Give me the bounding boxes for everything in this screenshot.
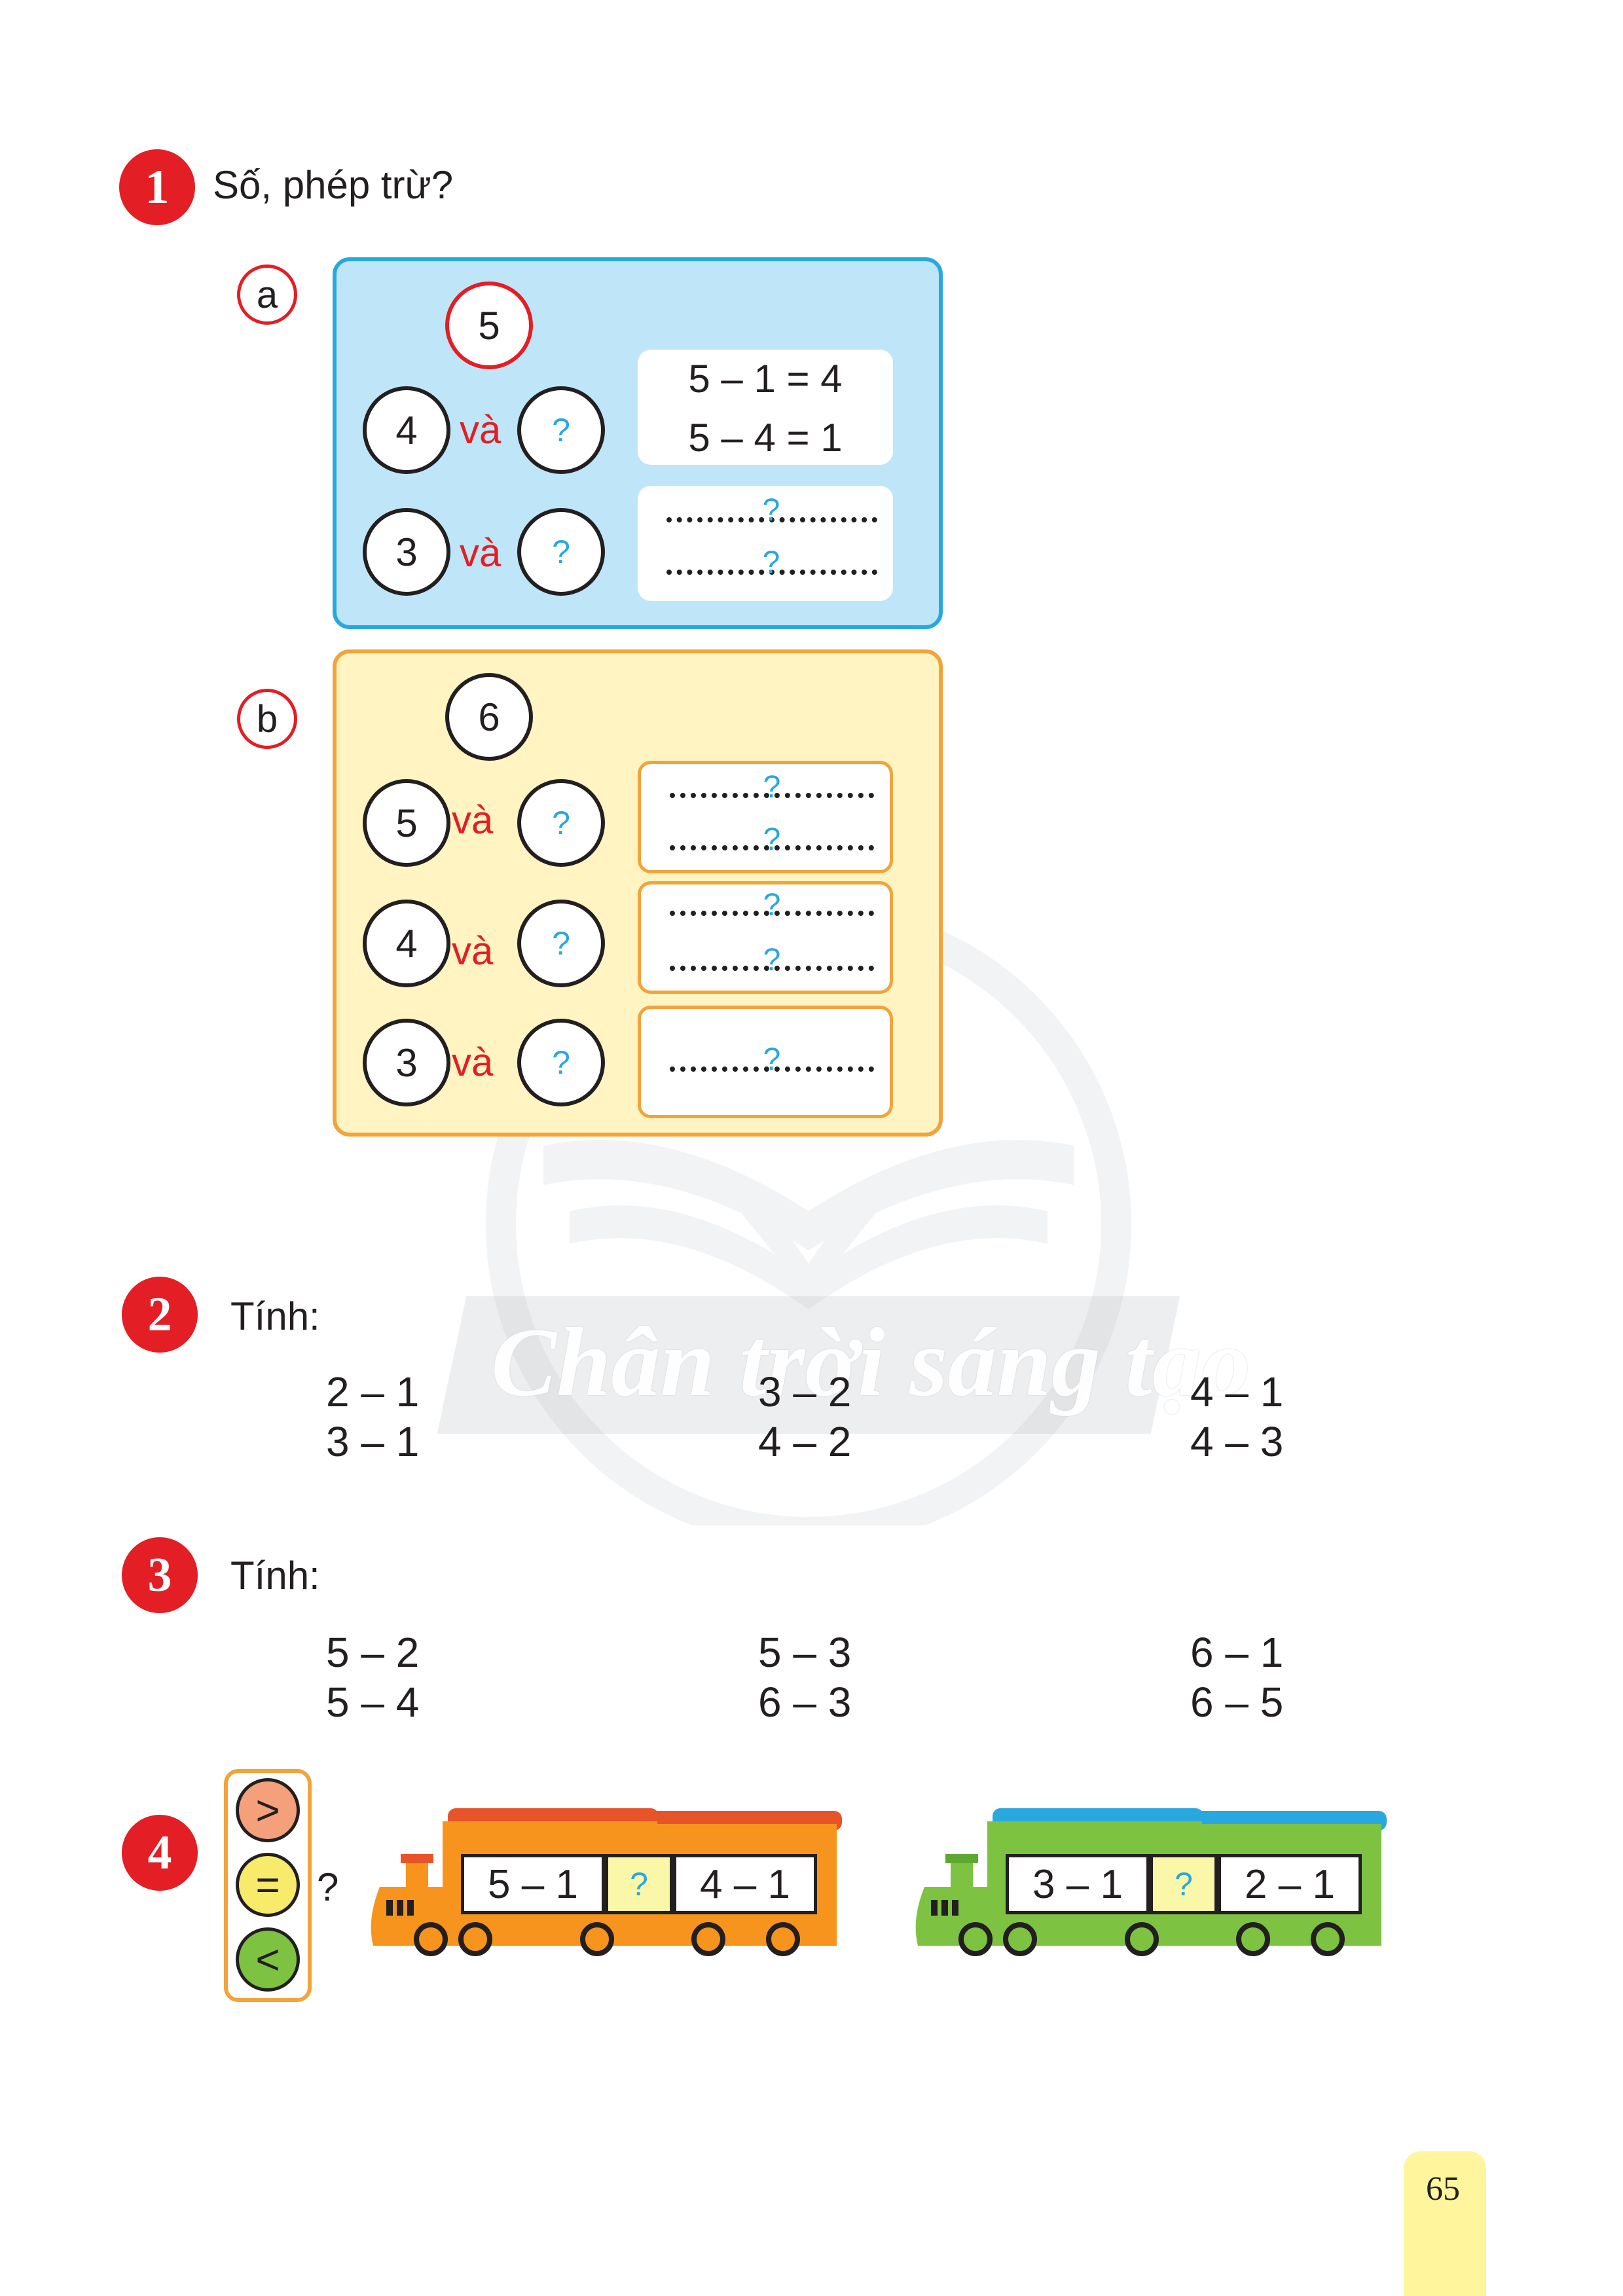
part-a-top-number: 5 [445, 282, 533, 369]
green-train: 3 – 1 ? 2 – 1 [911, 1802, 1396, 1969]
calc-item: 4 – 1 [1190, 1368, 1284, 1415]
exercise-3-title: Tính: [230, 1554, 320, 1597]
part-b-row3-answer-box[interactable]: ? [638, 1006, 893, 1118]
equation-1: 5 – 1 = 4 [688, 357, 843, 401]
dotted-line [670, 793, 874, 798]
part-a-row1-and: và [460, 408, 501, 452]
part-a-label: a [237, 264, 297, 325]
exercise-2-title: Tính: [230, 1294, 320, 1338]
orange-train-right-expression: 4 – 1 [673, 1854, 817, 1914]
exercise-2-column-1: 2 – 1 3 – 1 [326, 1367, 419, 1467]
exercise-1-badge: 1 [119, 149, 195, 225]
page-number: 65 [1426, 2170, 1460, 2208]
calc-item: 5 – 2 [326, 1629, 420, 1676]
orange-train-left-expression: 5 – 1 [461, 1854, 605, 1914]
part-b-row1-answer[interactable]: ? [517, 779, 605, 867]
less-sign[interactable]: < [236, 1927, 300, 1992]
part-b-row1-answer-box[interactable]: ? ? [638, 761, 893, 873]
part-b-row2-left: 4 [363, 900, 450, 987]
orange-train: 5 – 1 ? 4 – 1 [367, 1802, 851, 1969]
part-b-row1-and: và [452, 798, 494, 842]
question-mark: ? [763, 888, 781, 922]
exercise-2-column-3: 4 – 1 4 – 3 [1190, 1367, 1283, 1467]
equal-sign[interactable]: = [236, 1853, 300, 1917]
dotted-line [670, 911, 874, 916]
question-mark: ? [762, 493, 780, 528]
part-b-label: b [237, 689, 297, 749]
dotted-line [670, 1066, 874, 1072]
page-number-tab [1404, 2151, 1486, 2296]
part-a-row1-equations: 5 – 1 = 4 5 – 4 = 1 [638, 350, 893, 465]
calc-item: 5 – 3 [758, 1629, 852, 1676]
green-train-left-expression: 3 – 1 [1006, 1854, 1150, 1914]
greater-sign[interactable]: > [236, 1778, 300, 1842]
part-a-row1-left: 4 [363, 386, 450, 474]
dotted-line [670, 845, 874, 850]
calc-item: 2 – 1 [326, 1368, 420, 1415]
question-mark: ? [763, 943, 781, 977]
equation-2: 5 – 4 = 1 [688, 416, 843, 460]
calc-item: 3 – 1 [326, 1418, 420, 1465]
part-a-row2-answer[interactable]: ? [517, 508, 605, 596]
question-mark: ? [763, 822, 781, 857]
question-mark: ? [763, 1042, 781, 1077]
dotted-line [670, 966, 874, 971]
calc-item: 6 – 3 [758, 1679, 852, 1726]
watermark-text: Chân trời sáng tạo [491, 1308, 1251, 1417]
exercise-4-badge: 4 [122, 1815, 198, 1891]
part-b-row2-and: và [452, 929, 494, 973]
calc-item: 6 – 5 [1190, 1679, 1284, 1726]
part-b-row2-answer[interactable]: ? [517, 900, 605, 987]
calc-item: 4 – 3 [1190, 1418, 1284, 1465]
part-a-row2-and: và [460, 531, 501, 575]
exercise-3-column-2: 5 – 3 6 – 3 [758, 1628, 851, 1727]
exercise-3-column-1: 5 – 2 5 – 4 [326, 1628, 419, 1727]
exercise-2-column-2: 3 – 2 4 – 2 [758, 1367, 851, 1467]
part-a-row2-answer-box[interactable]: ? ? [638, 486, 893, 601]
calc-item: 3 – 2 [758, 1368, 852, 1415]
calc-item: 5 – 4 [326, 1679, 420, 1726]
part-b-row1-left: 5 [363, 779, 450, 867]
green-train-answer[interactable]: ? [1150, 1854, 1218, 1914]
calc-item: 4 – 2 [758, 1418, 852, 1465]
part-b-top-number: 6 [445, 673, 533, 761]
part-a-row1-answer[interactable]: ? [517, 386, 605, 474]
dotted-line [666, 570, 877, 575]
exercise-3-badge: 3 [122, 1537, 198, 1613]
question-mark: ? [762, 545, 780, 580]
dotted-line [666, 517, 877, 522]
part-b-row2-answer-box[interactable]: ? ? [638, 881, 893, 994]
exercise-3-column-3: 6 – 1 6 – 5 [1190, 1628, 1283, 1727]
part-b-row3-left: 3 [363, 1019, 450, 1106]
calc-item: 6 – 1 [1190, 1629, 1284, 1676]
part-a-row2-left: 3 [363, 508, 450, 596]
green-train-right-expression: 2 – 1 [1218, 1854, 1362, 1914]
orange-train-answer[interactable]: ? [605, 1854, 673, 1914]
part-b-row3-and: và [452, 1040, 494, 1084]
part-b-row3-answer[interactable]: ? [517, 1019, 605, 1106]
exercise-1-title: Số, phép trừ? [213, 163, 454, 207]
signs-question-mark: ? [317, 1865, 339, 1909]
question-mark: ? [763, 770, 781, 805]
exercise-2-badge: 2 [122, 1277, 198, 1353]
